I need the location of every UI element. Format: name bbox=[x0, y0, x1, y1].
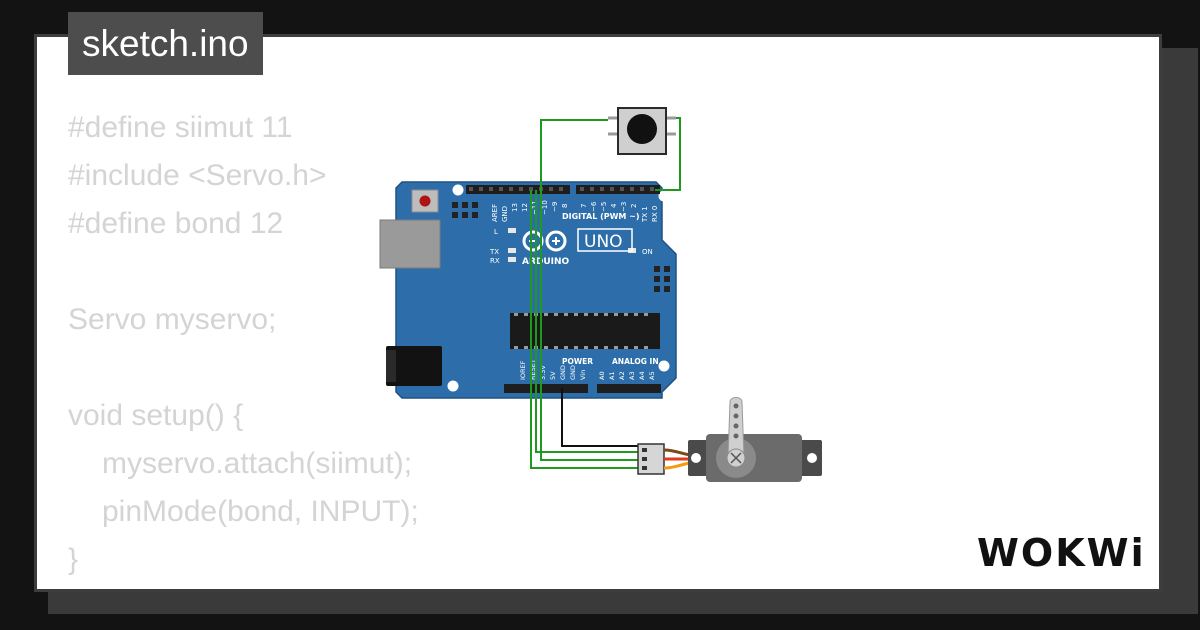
pin-label: GND bbox=[559, 365, 567, 380]
code-line: #define bond 12 bbox=[68, 207, 284, 240]
file-tab-name: sketch.ino bbox=[82, 23, 249, 64]
led-tx bbox=[508, 248, 516, 253]
wires bbox=[530, 117, 681, 469]
power-header-label: POWER bbox=[562, 357, 593, 366]
pin-label: 5V bbox=[549, 371, 557, 380]
code-line: myservo.attach(siimut); bbox=[102, 447, 413, 480]
microcontroller-chip bbox=[510, 313, 660, 349]
board-brand-label: ARDUINO bbox=[522, 257, 570, 267]
code-line: #define siimut 11 bbox=[68, 111, 293, 144]
pin-label: 3.3V bbox=[539, 365, 547, 380]
pin-label: A4 bbox=[638, 371, 646, 380]
power-jack bbox=[386, 346, 442, 386]
pushbutton[interactable] bbox=[608, 107, 676, 155]
wokwi-logo-text: WOKWi bbox=[977, 531, 1146, 575]
pin-label: A2 bbox=[618, 371, 626, 380]
pin-label: A5 bbox=[648, 371, 656, 380]
code-line: } bbox=[68, 543, 79, 576]
pin-label: TX 1 bbox=[641, 206, 649, 223]
pin-label: IOREF bbox=[519, 360, 527, 380]
led-rx-label: RX bbox=[490, 257, 500, 265]
code-line: pinMode(bond, INPUT); bbox=[102, 495, 419, 528]
servo-motor[interactable] bbox=[637, 397, 822, 483]
pin-label: GND bbox=[501, 206, 509, 222]
pin-label: RESET bbox=[529, 359, 537, 380]
code-line: Servo myservo; bbox=[68, 303, 277, 336]
pin-label: 12 bbox=[521, 203, 529, 212]
code-line: #include <Servo.h> bbox=[68, 159, 327, 192]
pin-label: 13 bbox=[511, 203, 519, 212]
led-rx bbox=[508, 257, 516, 262]
pin-label: ~5 bbox=[600, 202, 608, 212]
pushbutton-cap[interactable] bbox=[627, 114, 657, 144]
pin-label: A1 bbox=[608, 371, 616, 380]
pin-label: A0 bbox=[598, 371, 606, 380]
led-tx-label: TX bbox=[489, 248, 499, 256]
led-l bbox=[508, 228, 516, 233]
code-line: void setup() { bbox=[68, 399, 244, 432]
pin-label: Vin bbox=[579, 370, 587, 380]
pin-label: A3 bbox=[628, 371, 636, 380]
pin-label: AREF bbox=[491, 204, 499, 222]
digital-header-label: DIGITAL (PWM ~) bbox=[562, 212, 640, 221]
board-model-label: UNO bbox=[584, 232, 623, 252]
arduino-uno-board[interactable]: AREF GND 13 12 ~11 ~10 ~9 8 7 ~6 ~5 4 ~3… bbox=[379, 181, 677, 399]
wokwi-logo-graphic: WOKWi bbox=[977, 531, 1146, 575]
analog-header-label: ANALOG IN bbox=[612, 357, 659, 366]
led-l-label: L bbox=[494, 228, 498, 236]
pin-label: RX 0 bbox=[651, 206, 659, 222]
pin-label: ~3 bbox=[620, 202, 628, 212]
pin-label: GND bbox=[569, 365, 577, 380]
code-preview: #define siimut 11 #include <Servo.h> #de… bbox=[68, 104, 508, 584]
file-tab[interactable]: sketch.ino bbox=[68, 12, 263, 75]
pin-label: ~10 bbox=[541, 200, 549, 215]
wokwi-logo[interactable]: WOKWi bbox=[975, 526, 1155, 581]
pin-label: ~9 bbox=[551, 202, 559, 212]
servo-connector bbox=[637, 443, 665, 475]
usb-connector bbox=[379, 219, 441, 269]
pin-label: 7 bbox=[580, 204, 588, 208]
pin-label: ~6 bbox=[590, 201, 598, 212]
pin-label: 2 bbox=[630, 204, 638, 208]
pin-label: 8 bbox=[561, 204, 569, 208]
pin-label: 4 bbox=[610, 203, 618, 208]
led-on-label: ON bbox=[642, 248, 653, 256]
